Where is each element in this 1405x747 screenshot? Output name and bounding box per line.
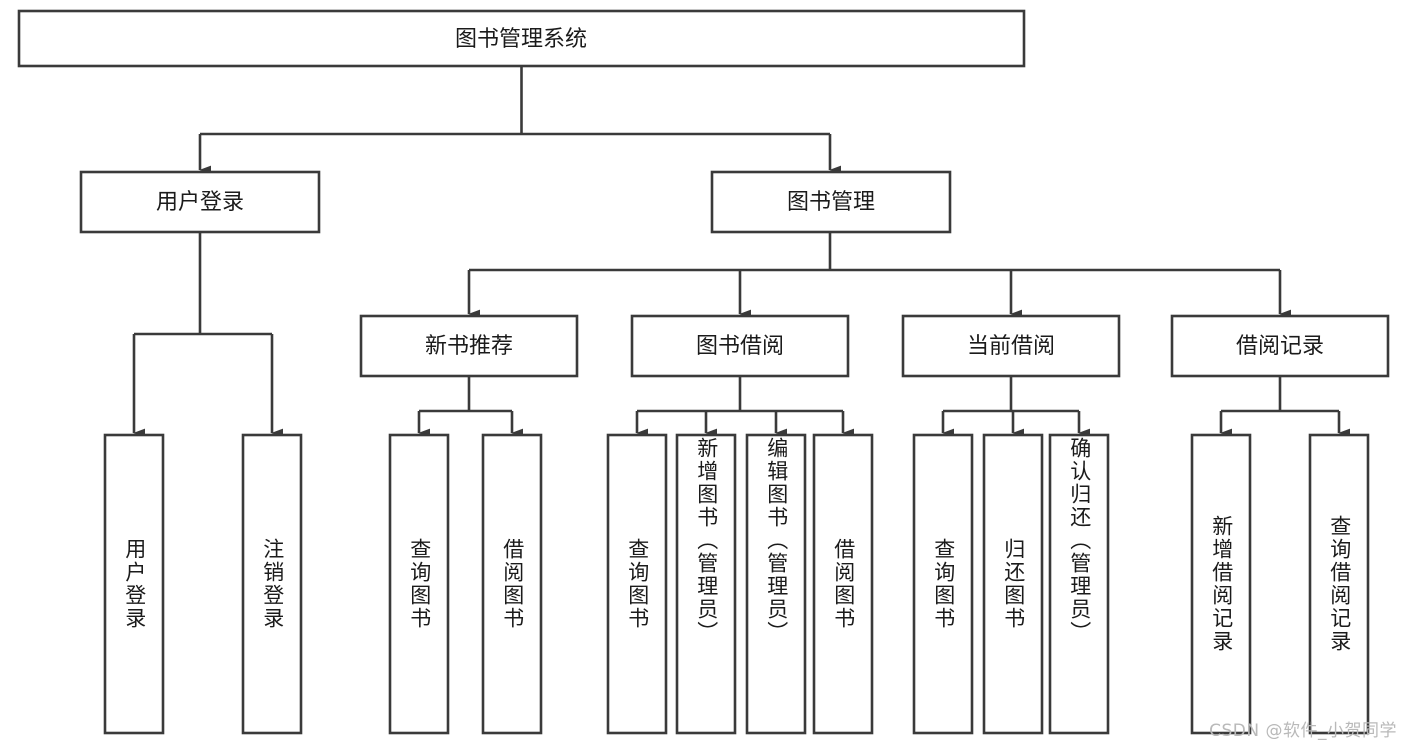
- leaf-box-user-login[interactable]: [103, 433, 165, 735]
- leaf-box-borrow-book-1[interactable]: [481, 433, 543, 735]
- node-box-new-book-rec[interactable]: [359, 314, 579, 378]
- leaf-box-logout[interactable]: [241, 433, 303, 735]
- leaf-box-borrow-book-2[interactable]: [812, 433, 874, 735]
- leaf-box-query-book-3[interactable]: [912, 433, 974, 735]
- leaf-box-query-record[interactable]: [1308, 433, 1370, 735]
- node-box-book-borrow[interactable]: [630, 314, 850, 378]
- node-label-current-borrow: 当前借阅: [967, 334, 1055, 359]
- connector-newbook-to-leaves: [417, 376, 524, 438]
- leaf-box-edit-book[interactable]: [745, 433, 807, 735]
- leaf-box-return-book[interactable]: [982, 433, 1044, 735]
- leaf-box-query-book-2[interactable]: [606, 433, 668, 735]
- connector-borrowrecord-to-leaves: [1219, 376, 1351, 438]
- node-label-borrow-record: 借阅记录: [1236, 334, 1324, 359]
- leaf-box-query-book-1[interactable]: [388, 433, 450, 735]
- leaf-box-add-book[interactable]: [675, 433, 737, 735]
- node-label-book-borrow: 图书借阅: [696, 334, 784, 359]
- csdn-watermark: CSDN @软件_小贺同学: [1209, 721, 1397, 741]
- node-box-root[interactable]: [17, 9, 1026, 68]
- connector-currentborrow-to-leaves: [941, 376, 1091, 438]
- connector-root-to-level1: [198, 66, 842, 175]
- connector-bookmanage-to-level2: [467, 232, 1292, 319]
- leaf-box-confirm-return[interactable]: [1048, 433, 1110, 735]
- node-box-current-borrow[interactable]: [901, 314, 1121, 378]
- connector-userlogin-to-leaves: [132, 232, 284, 438]
- node-box-borrow-record[interactable]: [1170, 314, 1390, 378]
- node-label-root: 图书管理系统: [455, 27, 587, 52]
- node-box-book-manage[interactable]: [710, 170, 952, 234]
- node-label-user-login: 用户登录: [156, 190, 244, 215]
- leaf-box-add-record[interactable]: [1190, 433, 1252, 735]
- node-box-user-login[interactable]: [79, 170, 321, 234]
- node-label-book-manage: 图书管理: [787, 190, 875, 215]
- node-label-new-book-rec: 新书推荐: [425, 334, 513, 359]
- connector-bookborrow-to-leaves: [635, 376, 855, 438]
